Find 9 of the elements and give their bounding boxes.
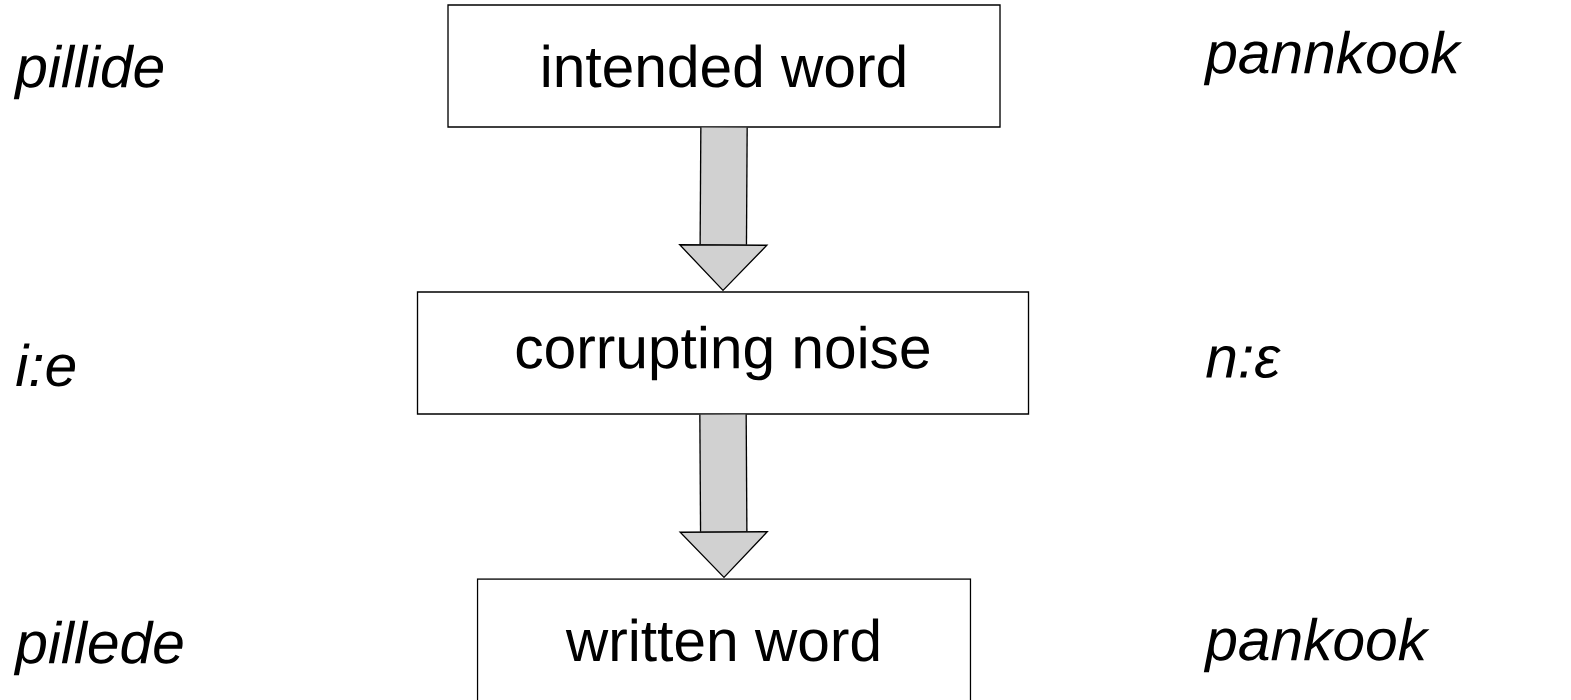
word-label: pillede (13, 620, 183, 676)
word-label: n:ε (1206, 345, 1281, 379)
process-box: corrupting noise (416, 291, 1030, 415)
word-label: i:e (16, 343, 76, 387)
word-label: pillide (13, 44, 164, 100)
word-label: pankook (1203, 617, 1430, 673)
word-label: pannkook (1203, 30, 1463, 86)
process-box: intended word (447, 4, 1001, 128)
process-box: written word (476, 578, 972, 700)
